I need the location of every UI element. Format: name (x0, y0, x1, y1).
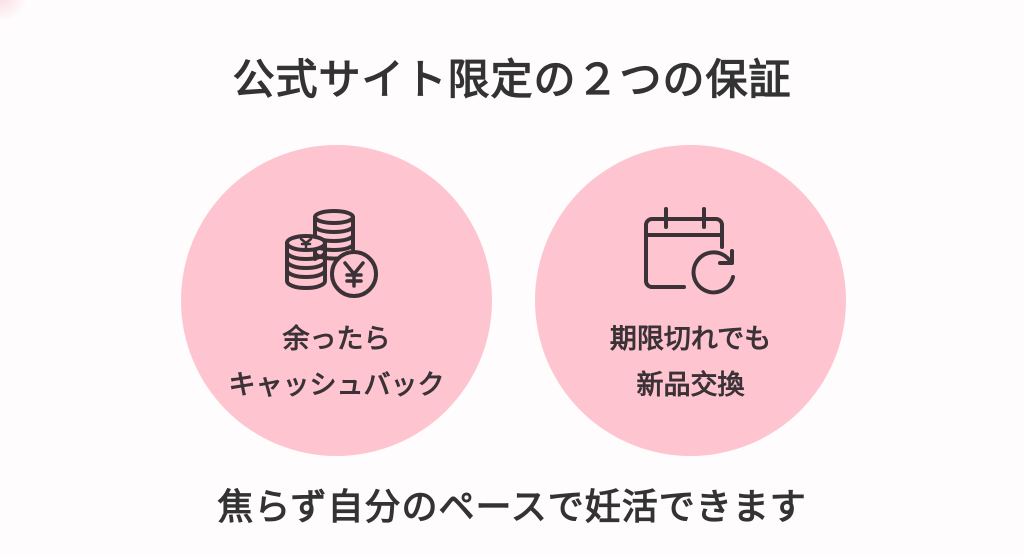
decorative-corner-glow (0, 0, 30, 20)
guarantee-line: 期限切れでも (609, 324, 772, 355)
page-title: 公式サイト限定の２つの保証 (232, 55, 792, 104)
guarantee-line: キャッシュバック (228, 370, 445, 401)
guarantee-label-replacement: 期限切れでも 新品交換 (535, 317, 846, 409)
guarantee-line: 余ったら (282, 324, 391, 355)
yen-coins-icon (284, 209, 378, 298)
guarantee-card-replacement: 期限切れでも 新品交換 (535, 145, 846, 456)
guarantee-line: 新品交換 (636, 370, 745, 401)
guarantee-card-cashback: 余ったら キャッシュバック (181, 145, 492, 456)
calendar-refresh-icon (643, 207, 735, 295)
guarantee-label-cashback: 余ったら キャッシュバック (181, 317, 492, 409)
footer-tagline: 焦らず自分のペースで妊活できます (217, 487, 807, 528)
